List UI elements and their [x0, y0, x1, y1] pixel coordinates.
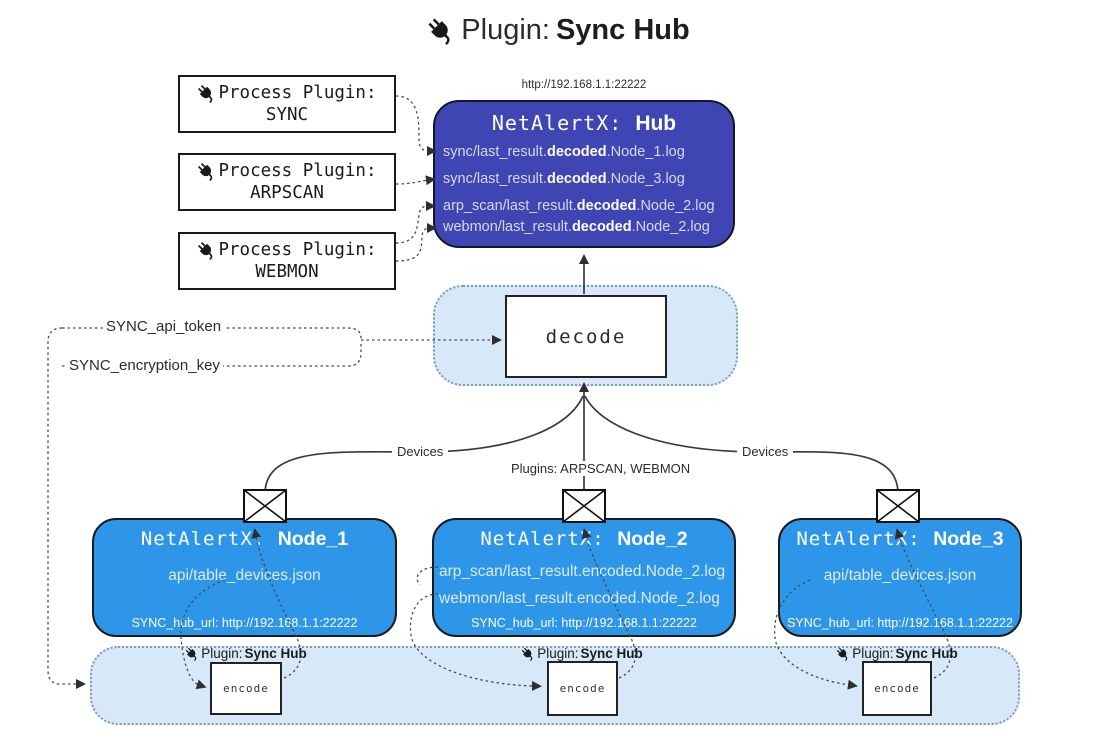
sync-encryption-key-label: SYNC_encryption_key: [66, 357, 223, 374]
plug-icon: [428, 17, 450, 45]
plug-icon: [185, 647, 197, 661]
hub-name-bold: Hub: [635, 112, 677, 135]
node-name: NetAlertX: Node_1: [140, 528, 349, 550]
envelope-icon: [562, 489, 606, 523]
edge-webmon-plugin-to-hub-1: [395, 201, 436, 244]
node-file: api/table_devices.json: [823, 567, 977, 584]
node-name: NetAlertX: Node_3: [796, 528, 1004, 550]
process-plugin-name: SYNC: [265, 105, 309, 125]
sync-api-token-label: SYNC_api_token: [103, 318, 225, 335]
plug-icon: [198, 84, 213, 103]
devices-label-right: Devices: [737, 444, 794, 459]
node-box-2: NetAlertX: Node_2 arp_scan/last_result.e…: [432, 518, 736, 637]
plugins-label-center: Plugins: ARPSCAN, WEBMON: [506, 461, 696, 476]
hub-url: http://192.168.1.1:22222: [521, 79, 647, 91]
hub-log: sync/last_result.decoded.Node_3.log: [443, 171, 685, 187]
node-box-1: NetAlertX: Node_1 api/table_devices.json…: [92, 518, 397, 637]
hub-log: webmon/last_result.decoded.Node_2.log: [443, 219, 710, 235]
plug-icon: [836, 647, 848, 661]
process-plugin-sync: Process Plugin: SYNC: [178, 75, 396, 133]
node-footer: SYNC_hub_url: http://192.168.1.1:22222: [131, 616, 358, 630]
plug-icon: [198, 162, 213, 181]
hub-log: arp_scan/last_result.decoded.Node_2.log: [443, 198, 715, 214]
title-bold: Sync Hub: [555, 14, 690, 46]
page-title: Plugin: Sync Hub: [0, 14, 1117, 47]
node-footer: SYNC_hub_url: http://192.168.1.1:22222: [787, 616, 1013, 630]
encode-box-1: encode: [210, 662, 282, 715]
hub-name: NetAlertX: Hub: [435, 111, 733, 136]
plug-icon: [198, 241, 213, 260]
encode-plugin-label-2: Plugin: Sync Hub: [497, 646, 667, 661]
hub-box: NetAlertX: Hub sync/last_result.decoded.…: [433, 100, 735, 248]
decode-box: decode: [505, 295, 667, 378]
envelope-icon: [876, 489, 920, 523]
process-plugin-webmon: Process Plugin: WEBMON: [178, 232, 396, 290]
node-box-3: NetAlertX: Node_3 api/table_devices.json…: [778, 518, 1022, 637]
edge-sync-plugin-to-hub: [395, 95, 437, 156]
node-file: api/table_devices.json: [168, 567, 321, 584]
encode-box-2: encode: [547, 661, 618, 716]
encode-plugin-label-3: Plugin: Sync Hub: [812, 646, 982, 661]
process-plugin-name: ARPSCAN: [250, 183, 324, 203]
plug-icon: [521, 647, 533, 661]
encode-box-3: encode: [862, 661, 932, 716]
process-plugin-label: Process Plugin:: [218, 83, 377, 103]
hub-log-list: sync/last_result.decoded.Node_1.log sync…: [435, 142, 733, 238]
encode-plugin-label-1: Plugin: Sync Hub: [161, 646, 331, 661]
process-plugin-label: Process Plugin:: [218, 240, 377, 260]
envelope-icon: [243, 489, 287, 523]
edge-webmon-plugin-to-hub-2: [395, 223, 437, 262]
title-prefix: Plugin:: [461, 14, 550, 46]
node-file: webmon/last_result.encoded.Node_2.log: [439, 590, 720, 607]
process-plugin-name: WEBMON: [255, 262, 319, 282]
hub-log: sync/last_result.decoded.Node_1.log: [443, 144, 685, 160]
hub-name-prefix: NetAlertX:: [491, 111, 636, 135]
devices-label-left: Devices: [392, 444, 449, 459]
process-plugin-arpscan: Process Plugin: ARPSCAN: [178, 153, 396, 211]
node-name: NetAlertX: Node_2: [480, 528, 688, 550]
process-plugin-label: Process Plugin:: [218, 161, 377, 181]
edge-arpscan-plugin-to-hub: [395, 175, 436, 186]
edge-key-to-encode-band: [47, 327, 86, 689]
node-footer: SYNC_hub_url: http://192.168.1.1:22222: [471, 616, 697, 630]
node-file: arp_scan/last_result.encoded.Node_2.log: [439, 563, 726, 580]
